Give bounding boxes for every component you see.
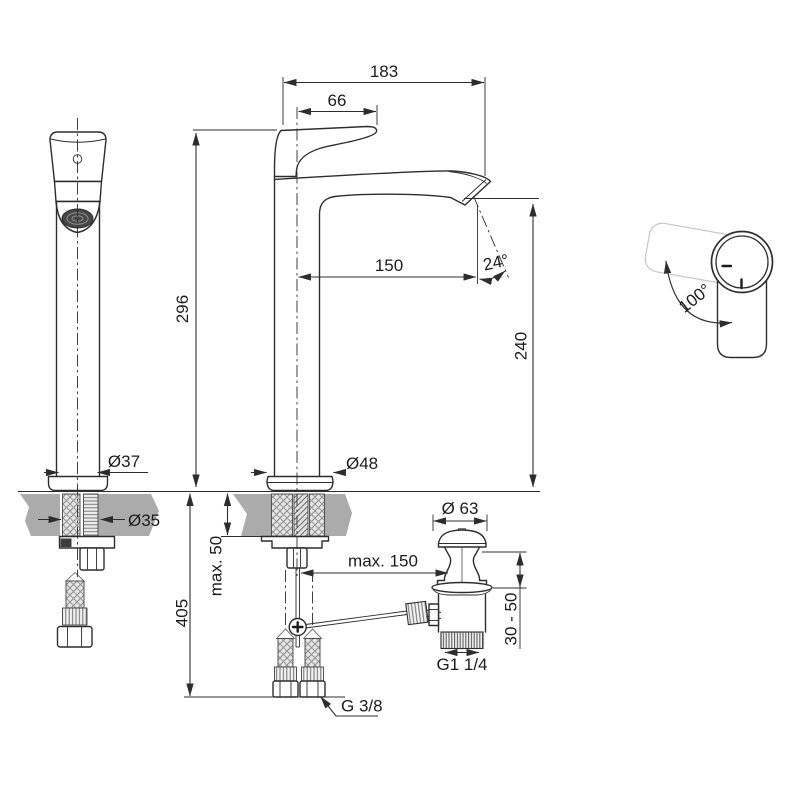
front-view: [47, 118, 116, 648]
waste-flange: [431, 581, 493, 594]
dim-label-150: 150: [375, 256, 403, 275]
handle-top-view: 100°: [644, 222, 774, 359]
dim-body-diameter: Ø37: [44, 452, 148, 477]
hose-nut-front: [56, 625, 93, 648]
spout-tip-seam: [448, 171, 487, 184]
supply-hose-front: [65, 580, 85, 609]
waste-neck: [436, 546, 452, 585]
dim-label-405: 405: [173, 599, 192, 627]
dim-label-g38: G 3/8: [341, 697, 383, 716]
dim-outlet-height: 240: [464, 198, 539, 488]
dim-label-d63: Ø 63: [442, 499, 479, 518]
dim-label-66: 66: [328, 91, 347, 110]
dim-spout-angle: 24°: [473, 195, 510, 285]
spout-outline: [273, 170, 492, 478]
threaded-stud: [293, 493, 309, 540]
dim-label-d37: Ø37: [108, 452, 140, 471]
dim-label-d48: Ø48: [346, 454, 378, 473]
dim-rod-reach: max. 150: [300, 552, 449, 577]
counter-band-front-left: [20, 494, 60, 536]
spout-collar-front: [53, 180, 103, 203]
dim-waste-height-range: 30 - 50: [482, 551, 527, 649]
hose-ferrule-front: [62, 607, 88, 626]
dim-below-deck-height: 405: [173, 493, 345, 698]
handle-cap-front: [49, 131, 107, 183]
dim-hole-diameter: Ø35: [38, 511, 160, 530]
counter-band-front-right: [97, 494, 159, 536]
dim-waste-thread: G1 1/4: [436, 648, 488, 674]
dim-label-24deg: 24°: [481, 251, 510, 275]
mounting-bracket-side: [260, 535, 330, 549]
counter-band-side-left: [233, 494, 271, 536]
threaded-shank: [83, 493, 99, 537]
countertop-section: [18, 490, 540, 536]
dim-label-max150: max. 150: [348, 552, 418, 571]
dim-overall-reach: 183: [282, 62, 486, 176]
counter-band-side-right: [324, 494, 352, 536]
pop-up-waste: [428, 528, 493, 650]
handle-lever-side: [273, 125, 378, 178]
waste-side-port: [428, 603, 440, 627]
waste-thread-section: [440, 631, 484, 650]
dim-label-240: 240: [512, 332, 531, 360]
dim-label-g114: G1 1/4: [436, 655, 487, 674]
dim-label-d35: Ø35: [128, 511, 160, 530]
base-flange-front: [47, 475, 109, 492]
dim-handle-length: 66: [298, 91, 378, 125]
base-flange-side: [266, 475, 334, 492]
supply-hoses-side: [272, 570, 326, 698]
mounting-nut-front: [79, 547, 105, 571]
dim-label-max50: max. 50: [207, 536, 226, 596]
dim-waste-cap-diameter: Ø 63: [432, 499, 488, 531]
dim-total-height: 296: [173, 129, 277, 488]
dim-label-296: 296: [173, 295, 192, 323]
pop-up-lever: [305, 610, 408, 625]
dim-deck-thickness: max. 50: [207, 493, 262, 596]
dim-handle-angle: 100°: [675, 280, 714, 317]
dim-spout-reach: 150: [298, 205, 478, 284]
swivel-arc: [663, 260, 733, 328]
dim-label-183: 183: [370, 62, 398, 81]
dimensions: 183 66 150 24° 240 296: [38, 62, 539, 717]
dim-supply-thread: G 3/8: [320, 696, 383, 717]
waste-cap: [437, 529, 487, 548]
dim-base-diameter: Ø48: [251, 454, 378, 477]
dim-label-3050: 30 - 50: [502, 593, 521, 646]
side-view: [260, 107, 492, 698]
spout-outlet-face: [461, 179, 487, 202]
lever-knurled-coupler: [405, 600, 429, 626]
handle-cap-seam: [50, 138, 106, 143]
